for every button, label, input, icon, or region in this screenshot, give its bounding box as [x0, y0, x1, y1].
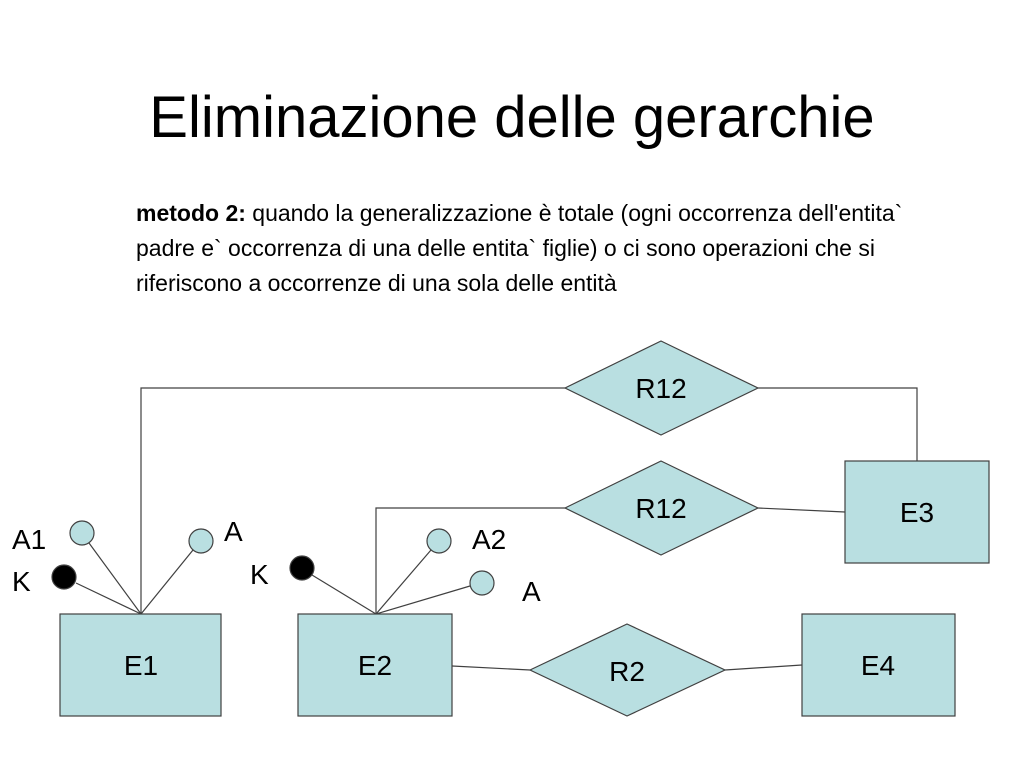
entity-e1-label: E1 [124, 650, 158, 681]
attribute-e1-a1-circle [69, 520, 95, 546]
relationship-r12-top-label: R12 [635, 373, 686, 404]
entity-e2 [297, 613, 453, 717]
method-label: metodo 2: [136, 200, 246, 226]
page-title: Eliminazione delle gerarchie [149, 85, 875, 150]
attribute-e2-k-label: K [250, 559, 269, 590]
relationship-r2 [528, 623, 727, 717]
method-text: quando la generalizzazione è totale (ogn… [136, 200, 903, 296]
stalk-e1-a1 [88, 542, 142, 615]
entity-e4-label: E4 [861, 650, 895, 681]
stalk-e2-k [311, 574, 377, 615]
entity-e1 [59, 613, 222, 717]
relationship-r12-mid-label: R12 [635, 493, 686, 524]
attribute-e1-k-label: K [12, 566, 31, 597]
attribute-e2-k-circle [289, 555, 315, 581]
attribute-e1-a1-label: A1 [12, 524, 46, 555]
entity-e3 [844, 460, 990, 564]
attribute-e2-a2-label: A2 [472, 524, 506, 555]
entity-e2-label: E2 [358, 650, 392, 681]
link-e1-r12-top [140, 387, 565, 614]
attribute-e1-a-circle [188, 528, 214, 554]
stalk-e2-a [375, 585, 471, 615]
link-r12-top-e3 [758, 387, 918, 461]
attribute-e1-k-circle [51, 564, 77, 590]
stalk-e1-k [75, 582, 142, 615]
link-r12-mid-e3 [757, 507, 846, 513]
relationship-r12-mid [563, 460, 760, 556]
link-e2-r12-mid [375, 507, 565, 614]
attribute-e1-a-label: A [224, 516, 243, 547]
stalk-e2-a2 [375, 549, 432, 615]
stalk-e1-a [140, 549, 194, 615]
entity-e4 [801, 613, 956, 717]
method-description: metodo 2: quando la generalizzazione è t… [136, 196, 966, 301]
entity-e3-label: E3 [900, 497, 934, 528]
link-r2-e4 [724, 664, 803, 671]
relationship-r2-label: R2 [609, 656, 645, 687]
link-e2-r2 [451, 665, 531, 671]
attribute-e2-a2-circle [426, 528, 452, 554]
attribute-e2-a-circle [469, 570, 495, 596]
relationship-r12-top [563, 340, 760, 436]
attribute-e2-a-label: A [522, 576, 541, 607]
